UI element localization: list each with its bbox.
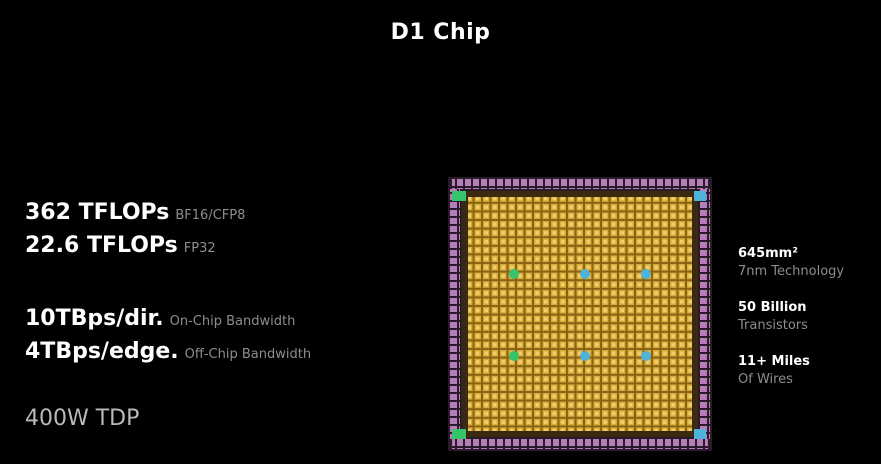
spec-fp32-value: 22.6 TFLOPs bbox=[25, 233, 178, 258]
d1-die-image bbox=[448, 177, 712, 451]
spec-tdp: 400W TDP bbox=[25, 406, 139, 431]
spec-offchip-bandwidth: 4TBps/edge. Off-Chip Bandwidth bbox=[25, 339, 311, 364]
chip-stat-wires: 11+ Miles Of Wires bbox=[738, 353, 810, 389]
spec-onchip-value: 10TBps/dir. bbox=[25, 306, 164, 331]
core-highlight-blue-4 bbox=[641, 351, 651, 361]
core-highlight-blue-1 bbox=[580, 269, 590, 279]
corner-green-tl bbox=[452, 191, 466, 201]
spec-bf16-unit: BF16/CFP8 bbox=[175, 208, 246, 223]
chip-stat-transistors: 50 Billion Transistors bbox=[738, 299, 808, 335]
chip-stat-transistors-label: Transistors bbox=[738, 318, 808, 333]
chip-stat-area: 645mm² 7nm Technology bbox=[738, 245, 844, 281]
slide-title: D1 Chip bbox=[390, 20, 491, 45]
pin-col-left bbox=[450, 189, 460, 439]
corner-green-bl bbox=[452, 429, 466, 439]
corner-blue-br bbox=[694, 429, 706, 439]
corner-blue-tr bbox=[694, 191, 706, 201]
core-highlight-blue-2 bbox=[641, 269, 651, 279]
core-highlight-green-1 bbox=[509, 269, 519, 279]
spec-fp32: 22.6 TFLOPs FP32 bbox=[25, 233, 216, 258]
chip-stat-wires-label: Of Wires bbox=[738, 372, 793, 387]
pin-row-top bbox=[452, 179, 708, 189]
core-highlight-blue-3 bbox=[580, 351, 590, 361]
core-highlights bbox=[509, 269, 651, 361]
spec-onchip-bandwidth: 10TBps/dir. On-Chip Bandwidth bbox=[25, 306, 295, 331]
spec-offchip-label: Off-Chip Bandwidth bbox=[184, 347, 312, 362]
chip-stat-wires-value: 11+ Miles bbox=[738, 354, 810, 369]
core-highlight-green-2 bbox=[509, 351, 519, 361]
chip-stat-area-label: 7nm Technology bbox=[738, 264, 845, 279]
spec-bf16-value: 362 TFLOPs bbox=[25, 200, 170, 225]
pin-col-right bbox=[700, 189, 710, 439]
spec-fp32-unit: FP32 bbox=[183, 241, 216, 256]
chip-stat-transistors-value: 50 Billion bbox=[738, 300, 807, 315]
pin-row-bottom bbox=[452, 439, 708, 449]
spec-tdp-value: 400W TDP bbox=[25, 406, 140, 431]
spec-bf16: 362 TFLOPs BF16/CFP8 bbox=[25, 200, 245, 225]
compute-grid bbox=[468, 197, 692, 431]
spec-offchip-value: 4TBps/edge. bbox=[25, 339, 179, 364]
chip-stat-area-value: 645mm² bbox=[738, 246, 798, 261]
spec-onchip-label: On-Chip Bandwidth bbox=[169, 314, 296, 329]
